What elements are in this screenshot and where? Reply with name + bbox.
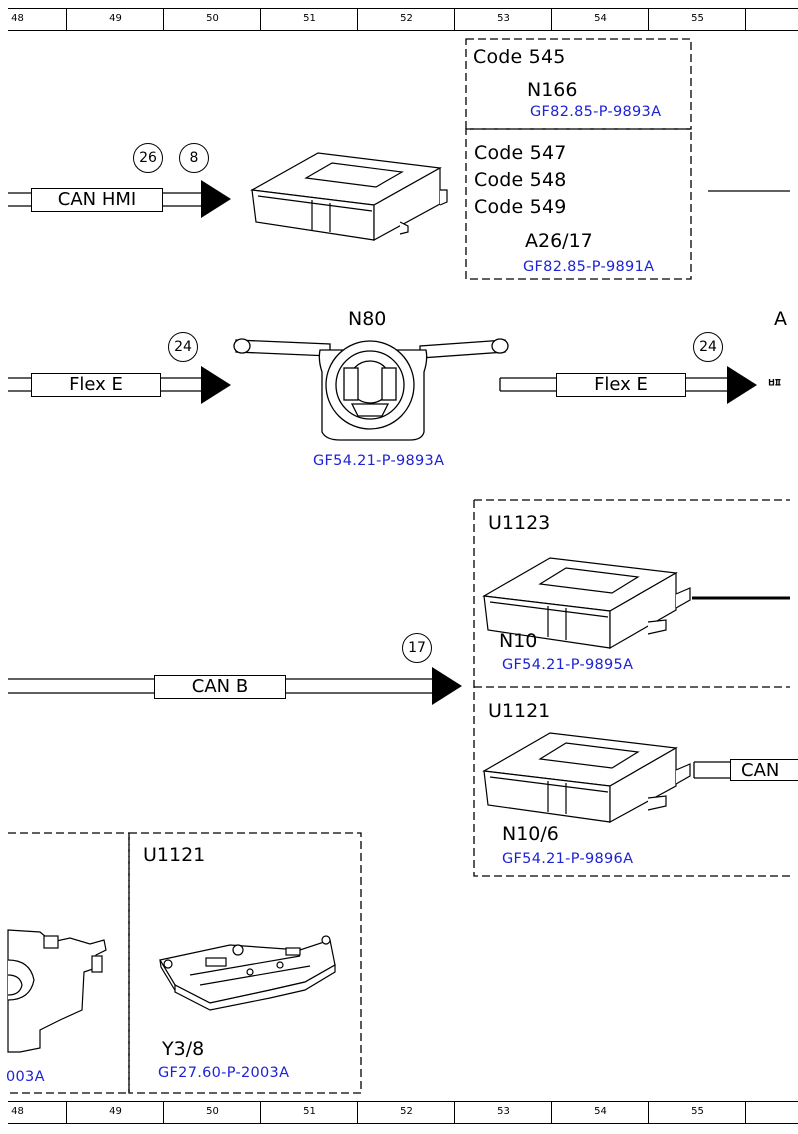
ruler-col: 48: [11, 1106, 24, 1117]
column-ruler-bottom: 48 49 50 51 52 53 54 55: [0, 1101, 798, 1124]
reference-link[interactable]: GF27.60-P-2003A: [158, 1065, 290, 1081]
control-unit-icon: [482, 732, 691, 824]
component-id: Y3/8: [162, 1038, 205, 1060]
reference-link[interactable]: GF82.85-P-9891A: [523, 259, 655, 275]
ruler-col: 51: [260, 1101, 358, 1123]
group-id: U1123: [488, 512, 551, 534]
group-id: U1121: [143, 844, 206, 866]
arrow-icon: [727, 366, 757, 404]
valve-body-icon: [159, 935, 336, 1011]
arrow-icon: [201, 180, 231, 218]
ruler-col: 54: [551, 8, 649, 30]
option-code: Code 549: [474, 196, 567, 218]
ruler-col: 49: [66, 8, 164, 30]
connector-number: 17: [402, 633, 432, 663]
reference-link[interactable]: GF82.85-P-9893A: [530, 104, 662, 120]
control-unit-icon: [482, 557, 691, 650]
arrow-icon: [432, 667, 462, 705]
ruler-col: 50: [163, 8, 261, 30]
arrow-icon: [201, 366, 231, 404]
ruler-col-edge: [745, 1101, 798, 1123]
ruler-col: 52: [357, 1101, 455, 1123]
ruler-col: 51: [260, 8, 358, 30]
bus-label-can: CAN: [730, 759, 798, 781]
edge-letter: A: [774, 308, 787, 330]
bus-label-flex-e: Flex E: [31, 373, 161, 397]
ruler-col: 48: [11, 13, 24, 24]
ruler-col: 54: [551, 1101, 649, 1123]
reference-link[interactable]: GF54.21-P-9896A: [502, 851, 634, 867]
bus-label-flex-e: Flex E: [556, 373, 686, 397]
ruler-col: 53: [454, 8, 552, 30]
transmission-icon: [7, 929, 107, 1053]
connector-number: 26: [133, 143, 163, 173]
dashed-box-code-547: [465, 128, 692, 280]
option-code: Code 548: [474, 169, 567, 191]
edge-glyph: ᄪ: [766, 376, 784, 398]
column-ruler-top: 48 49 50 51 52 53 54 55: [0, 8, 798, 31]
ruler-col: 49: [66, 1101, 164, 1123]
ruler-col: 52: [357, 8, 455, 30]
ruler-col: 55: [648, 1101, 746, 1123]
steering-switch-icon: [233, 338, 509, 441]
ruler-col: 53: [454, 1101, 552, 1123]
dashed-box-y3-8: [128, 832, 362, 1094]
dashed-box-left: [8, 832, 130, 1094]
bus-label-can-hmi: CAN HMI: [31, 188, 163, 212]
reference-link[interactable]: GF54.21-P-9893A: [313, 453, 445, 469]
connector-number: 24: [693, 332, 723, 362]
control-unit-icon: [250, 152, 448, 242]
connector-number: 8: [179, 143, 209, 173]
group-id: U1121: [488, 700, 551, 722]
ruler-col: 55: [648, 8, 746, 30]
reference-link[interactable]: 003A: [6, 1069, 45, 1085]
component-id: N10/6: [502, 823, 559, 845]
ruler-col-edge: [745, 8, 798, 30]
component-id: N10: [499, 630, 538, 652]
component-id: A26/17: [525, 230, 593, 252]
component-id: N166: [527, 79, 578, 101]
bus-label-can-b: CAN B: [154, 675, 286, 699]
option-code: Code 545: [473, 46, 566, 68]
connector-number: 24: [168, 332, 198, 362]
option-code: Code 547: [474, 142, 567, 164]
dashed-box-u1123: [473, 499, 790, 877]
reference-link[interactable]: GF54.21-P-9895A: [502, 657, 634, 673]
component-id: N80: [348, 308, 387, 330]
ruler-col: 50: [163, 1101, 261, 1123]
